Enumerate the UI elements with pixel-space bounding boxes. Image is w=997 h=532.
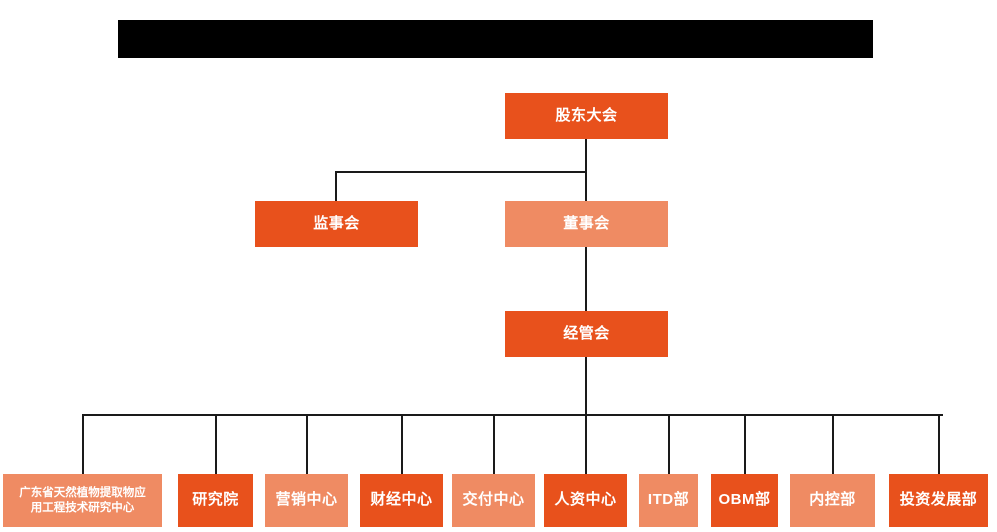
connector-drop-dept-5 [493, 414, 495, 474]
connector-drop-dept-3 [306, 414, 308, 474]
node-dept-research-institute[interactable]: 研究院 [178, 474, 253, 527]
connector-drop-dept-6 [585, 414, 587, 474]
node-dept-finance-center[interactable]: 财经中心 [360, 474, 443, 527]
connector-department-bus [82, 414, 943, 416]
connector-drop-dept-9 [832, 414, 834, 474]
node-board-of-directors[interactable]: 董事会 [505, 201, 668, 247]
connector-level1-bus [335, 171, 587, 173]
node-dept-internal-control[interactable]: 内控部 [790, 474, 875, 527]
connector-directors-management [585, 245, 587, 311]
node-dept-marketing-center[interactable]: 营销中心 [265, 474, 348, 527]
dept-1-line-1: 广东省天然植物提取物应 [19, 487, 146, 500]
node-board-of-supervisors[interactable]: 监事会 [255, 201, 418, 247]
dept-1-line-2: 用工程技术研究中心 [30, 501, 135, 514]
connector-management-down [585, 357, 587, 415]
node-dept-investment-development[interactable]: 投资发展部 [889, 474, 988, 527]
node-management-committee[interactable]: 经管会 [505, 311, 668, 357]
connector-to-directors [585, 171, 587, 202]
title-banner [118, 20, 873, 58]
node-shareholders-meeting[interactable]: 股东大会 [505, 93, 668, 139]
connector-drop-dept-7 [668, 414, 670, 474]
connector-shareholders-down [585, 138, 587, 172]
node-dept-research-center[interactable]: 广东省天然植物提取物应 用工程技术研究中心 [3, 474, 162, 527]
connector-drop-dept-10 [938, 414, 940, 474]
node-dept-delivery-center[interactable]: 交付中心 [452, 474, 535, 527]
connector-to-supervisors [335, 171, 337, 202]
connector-drop-dept-1 [82, 414, 84, 474]
node-dept-obm[interactable]: OBM部 [711, 474, 778, 527]
connector-drop-dept-2 [215, 414, 217, 474]
node-dept-itd[interactable]: ITD部 [639, 474, 698, 527]
connector-drop-dept-4 [401, 414, 403, 474]
node-dept-hr-center[interactable]: 人资中心 [544, 474, 627, 527]
connector-drop-dept-8 [744, 414, 746, 474]
